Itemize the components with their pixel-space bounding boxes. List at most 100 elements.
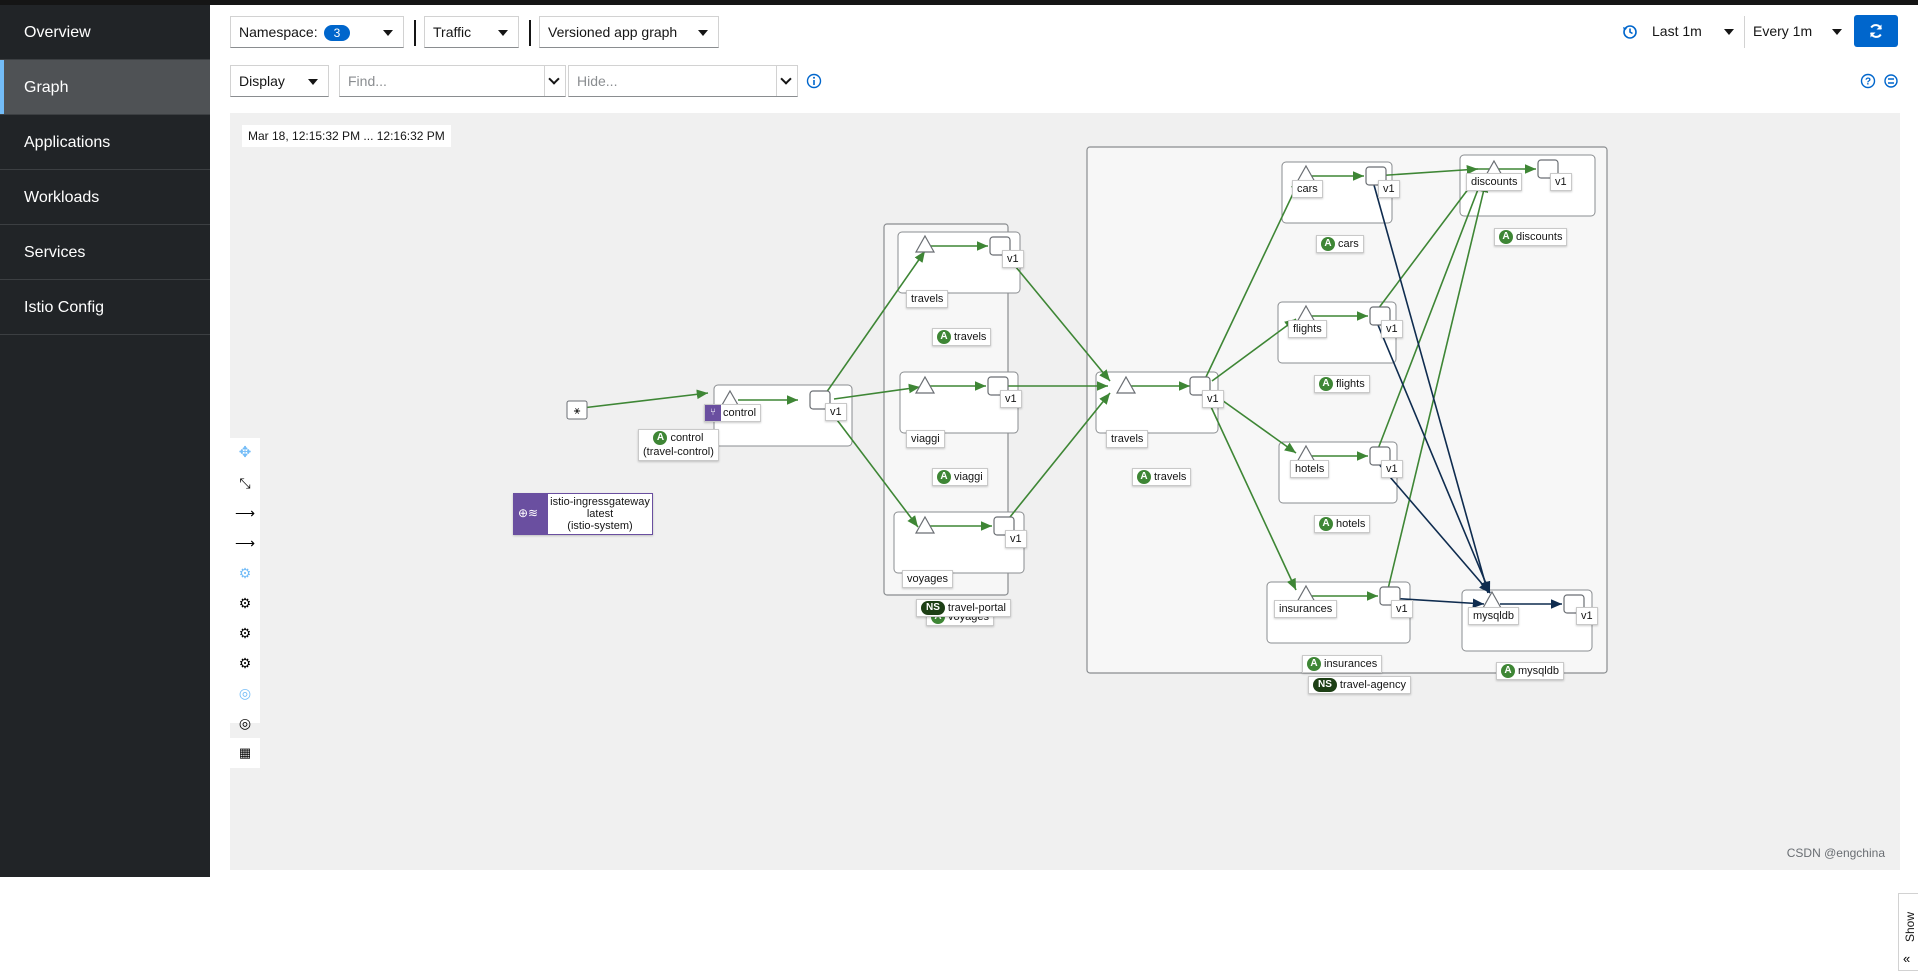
edge-control-viaggi[interactable] xyxy=(833,383,921,400)
service-label-text: discounts xyxy=(1471,176,1518,188)
edge-insurances-mysqldb[interactable] xyxy=(1387,597,1485,609)
version-label-voyages[interactable]: v1 xyxy=(1005,530,1027,548)
history-icon[interactable] xyxy=(1622,24,1638,40)
traffic-dropdown[interactable]: Traffic xyxy=(424,16,519,48)
namespace-layout-icon[interactable]: ◎ xyxy=(238,685,252,701)
display-dropdown[interactable]: Display xyxy=(230,65,329,97)
layout-concentric-icon[interactable]: ⚙ xyxy=(238,625,252,641)
info-icon[interactable] xyxy=(806,73,822,89)
service-node-travels-agency[interactable] xyxy=(1115,375,1137,394)
service-node-viaggi[interactable] xyxy=(914,375,936,394)
service-label-voyages[interactable]: voyages xyxy=(902,570,953,588)
sidebar-item-istio-config[interactable]: Istio Config xyxy=(0,280,210,335)
edge-flights-mysqldb[interactable] xyxy=(1377,324,1491,594)
service-node-voyages[interactable] xyxy=(914,515,936,534)
layout-grid-icon[interactable]: ⚙ xyxy=(238,565,252,581)
refresh-button[interactable] xyxy=(1854,15,1898,47)
replay-icon[interactable] xyxy=(1883,73,1899,89)
service-label-viaggi[interactable]: viaggi xyxy=(906,430,945,448)
sidebar-item-services[interactable]: Services xyxy=(0,225,210,280)
version-label-insurances[interactable]: v1 xyxy=(1391,600,1413,618)
graph-canvas[interactable]: Mar 18, 12:15:32 PM ... 12:16:32 PM xyxy=(230,113,1918,971)
version-label-control[interactable]: v1 xyxy=(825,403,847,421)
layout-cose-icon[interactable]: ⟶ xyxy=(234,535,256,551)
ingress-gateway-label[interactable]: ⊕≋ istio-ingressgateway latest (istio-sy… xyxy=(513,493,653,535)
edge-insurances-discounts[interactable] xyxy=(1387,180,1489,590)
app-badge-icon: A xyxy=(1307,657,1321,672)
service-label-cars[interactable]: cars xyxy=(1292,180,1323,198)
graph-type-dropdown[interactable]: Versioned app graph xyxy=(539,16,719,48)
service-label-discounts[interactable]: discounts xyxy=(1466,173,1523,191)
service-label-travels-portal[interactable]: travels xyxy=(906,290,949,308)
fit-to-screen-icon[interactable]: ⤡ xyxy=(239,475,251,491)
service-node-travels-portal[interactable] xyxy=(914,234,936,253)
edge-cars-mysqldb[interactable] xyxy=(1373,184,1490,594)
version-label-viaggi[interactable]: v1 xyxy=(1000,390,1022,408)
layout-breadthfirst-icon[interactable]: ⚙ xyxy=(238,595,252,611)
legend-icon[interactable]: ◎ xyxy=(238,715,252,731)
duration-dropdown[interactable]: Last 1m xyxy=(1644,16,1744,48)
service-graph[interactable]: ⚹ xyxy=(230,113,1900,870)
side-panel-toggle[interactable]: Show « xyxy=(1898,893,1918,971)
version-label-discounts[interactable]: v1 xyxy=(1550,173,1572,191)
edge-hotels-mysqldb[interactable] xyxy=(1377,462,1491,594)
edge-travels-flights[interactable] xyxy=(1211,318,1297,382)
layout-dagre-icon[interactable]: ⟶ xyxy=(234,505,256,521)
service-label-text: flights xyxy=(1293,323,1322,335)
edge-ingress-control[interactable] xyxy=(581,389,709,409)
edge-cars-discounts[interactable] xyxy=(1373,164,1479,177)
service-label-text: travels xyxy=(911,293,944,305)
edge-flights-discounts[interactable] xyxy=(1377,175,1479,310)
version-label-flights[interactable]: v1 xyxy=(1381,320,1403,338)
refresh-interval-dropdown[interactable]: Every 1m xyxy=(1744,16,1852,48)
version-label-cars[interactable]: v1 xyxy=(1378,180,1400,198)
app-badge-icon: A xyxy=(937,330,951,345)
sidebar-item-workloads[interactable]: Workloads xyxy=(0,170,210,225)
sidebar-item-overview[interactable]: Overview xyxy=(0,5,210,60)
service-label-flights[interactable]: flights xyxy=(1288,320,1327,338)
service-label-insurances[interactable]: insurances xyxy=(1274,600,1338,618)
edge-voyages-agency[interactable] xyxy=(1009,392,1111,518)
layout-klay-icon[interactable]: ⚙ xyxy=(238,655,252,671)
edge-travels-insurances[interactable] xyxy=(1205,395,1297,591)
chevron-down-icon[interactable] xyxy=(776,66,797,96)
app-label-text: mysqldb xyxy=(1518,665,1559,677)
service-label-mysqldb[interactable]: mysqldb xyxy=(1468,607,1519,625)
chevron-down-icon[interactable] xyxy=(544,66,565,96)
service-label-control[interactable]: ⑂ control xyxy=(704,404,762,422)
help-icon[interactable]: ? xyxy=(1860,73,1876,89)
sidebar-item-applications[interactable]: Applications xyxy=(0,115,210,170)
version-label-mysqldb[interactable]: v1 xyxy=(1576,607,1598,625)
hide-input[interactable]: Hide... xyxy=(568,65,798,97)
edge-control-voyages[interactable] xyxy=(827,407,919,528)
ingress-node[interactable] xyxy=(566,400,588,420)
edge-travels-hotels[interactable] xyxy=(1211,392,1297,454)
version-label-travels-agency[interactable]: v1 xyxy=(1202,390,1224,408)
map-icon[interactable]: ▦ xyxy=(230,738,260,768)
pan-icon[interactable]: ✥ xyxy=(238,444,252,461)
service-label-travels-agency[interactable]: travels xyxy=(1106,430,1149,448)
edge-hotels-discounts[interactable] xyxy=(1377,178,1483,450)
namespace-dropdown[interactable]: Namespace:3 xyxy=(230,16,404,48)
version-label-travels-portal[interactable]: v1 xyxy=(1002,250,1024,268)
edge-travels-cars[interactable] xyxy=(1205,178,1301,378)
find-input[interactable]: Find... xyxy=(339,65,566,97)
sidebar-item-graph[interactable]: Graph xyxy=(0,60,210,115)
version-text: v1 xyxy=(1005,393,1017,405)
service-label-hotels[interactable]: hotels xyxy=(1290,460,1330,478)
version-label-hotels[interactable]: v1 xyxy=(1381,460,1403,478)
edge-travels-portal-agency[interactable] xyxy=(1005,254,1111,382)
edge-control-travels-portal[interactable] xyxy=(825,250,926,394)
